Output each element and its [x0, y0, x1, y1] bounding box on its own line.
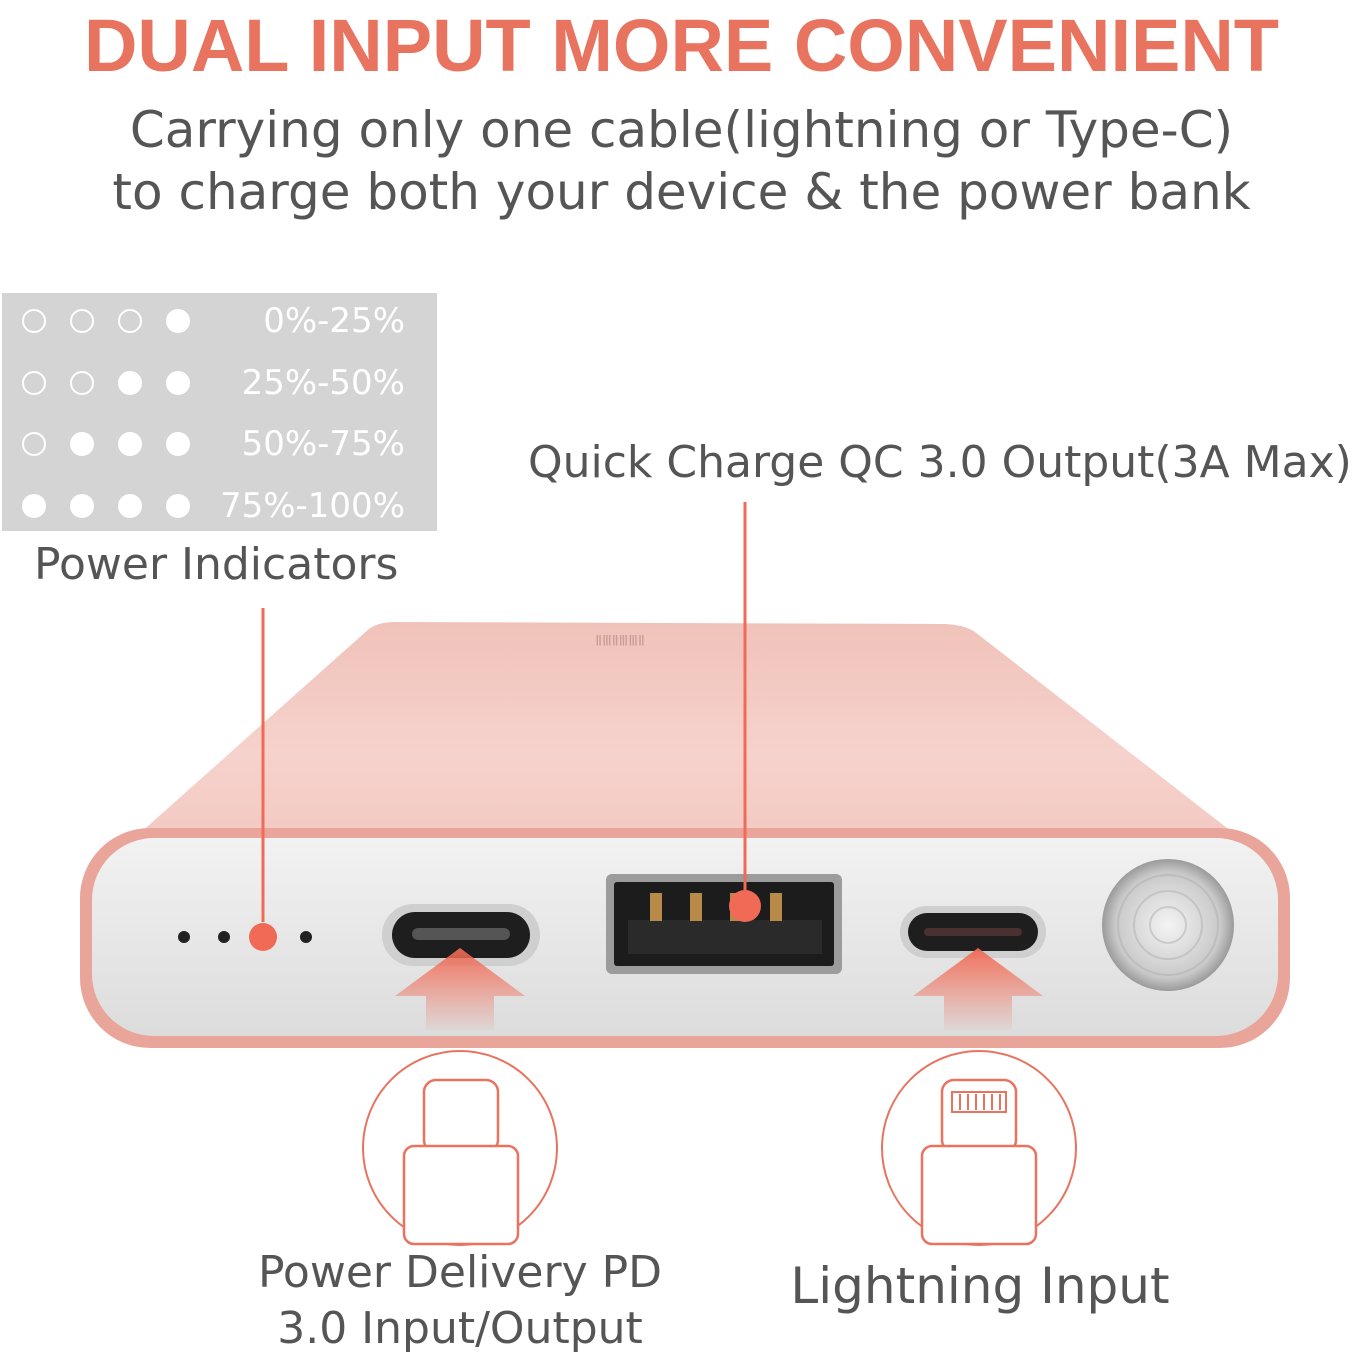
indicator-dot: [22, 371, 46, 395]
brand-engraving: ⅡⅢⅢⅡⅢⅡ: [595, 631, 645, 647]
usb-c-tongue: [412, 928, 510, 940]
led-dot: [178, 931, 190, 943]
headline: DUAL INPUT MORE CONVENIENT: [83, 4, 1280, 87]
indicator-dot-lit: [166, 432, 190, 456]
power-bank-top: [130, 622, 1245, 842]
indicator-row: 75%-100%: [2, 480, 437, 536]
usb-c-cable-icon: [362, 1050, 558, 1246]
indicator-dot: [118, 309, 142, 333]
indicator-range-label: 50%-75%: [241, 424, 405, 464]
pd-port-label: Power Delivery PD 3.0 Input/Output: [230, 1245, 690, 1357]
indicator-dot-lit: [22, 494, 46, 518]
indicator-dot-lit: [70, 432, 94, 456]
indicator-row: 25%-50%: [2, 357, 437, 413]
usb-a-tongue: [628, 920, 822, 954]
indicator-range-label: 75%-100%: [219, 486, 405, 526]
indicator-range-label: 25%-50%: [241, 363, 405, 403]
indicator-dot-lit: [166, 371, 190, 395]
indicator-range-label: 0%-25%: [263, 301, 405, 341]
lightning-cable-icon: [881, 1050, 1077, 1246]
qc-output-label: Quick Charge QC 3.0 Output(3A Max): [528, 437, 1352, 488]
lightning-input-label: Lightning Input: [790, 1257, 1170, 1315]
pd-label-line-2: 3.0 Input/Output: [277, 1303, 643, 1354]
usb-a-highlight: [729, 890, 761, 922]
up-arrow-icon: [395, 948, 525, 1030]
indicator-dot: [70, 371, 94, 395]
indicator-dot: [22, 432, 46, 456]
indicator-dot: [70, 309, 94, 333]
indicator-dot-lit: [166, 309, 190, 333]
pd-label-line-1: Power Delivery PD: [257, 1247, 663, 1298]
usb-a-pin: [770, 893, 782, 921]
indicator-dot-lit: [118, 494, 142, 518]
lightning-port-slot: [924, 928, 1022, 936]
indicator-row: 0%-25%: [2, 295, 437, 351]
power-indicator-legend: 0%-25% 25%-50% 50%-75% 75%-100%: [2, 293, 437, 531]
power-indicators-label: Power Indicators: [34, 539, 399, 590]
led-dot: [218, 931, 230, 943]
indicator-dot: [22, 309, 46, 333]
indicator-row: 50%-75%: [2, 418, 437, 474]
led-dot: [300, 931, 312, 943]
indicator-dot-lit: [166, 494, 190, 518]
usb-a-pin: [650, 893, 662, 921]
subheadline-line-2: to charge both your device & the power b…: [112, 163, 1251, 221]
indicator-dot-lit: [70, 494, 94, 518]
indicator-dot-lit: [118, 432, 142, 456]
up-arrow-icon: [913, 948, 1043, 1030]
subheadline-line-1: Carrying only one cable(lightning or Typ…: [129, 101, 1234, 159]
usb-a-pin: [690, 893, 702, 921]
power-button-icon: [1102, 859, 1234, 991]
led-dot-highlighted: [249, 923, 277, 951]
indicator-dot-lit: [118, 371, 142, 395]
